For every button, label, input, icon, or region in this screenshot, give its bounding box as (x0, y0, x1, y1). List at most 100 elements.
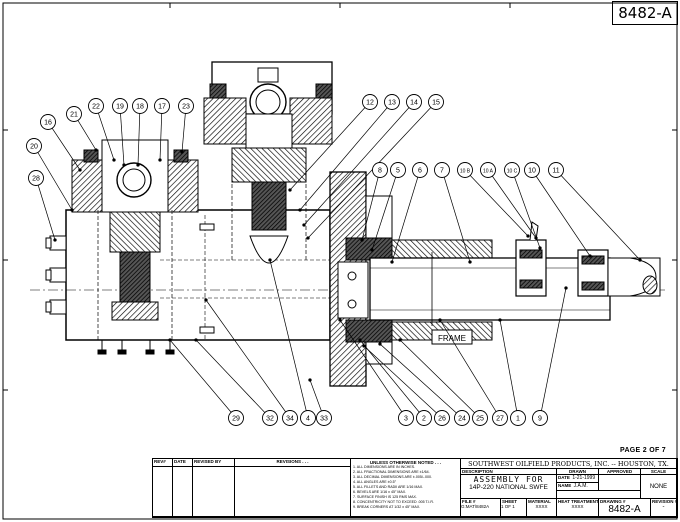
leader-line (379, 343, 463, 419)
note-item: 4. ALL ANGLES ARE ±0.5° (353, 480, 397, 484)
balloon-number: 32 (266, 416, 274, 423)
revision-label: REVISION # (652, 499, 677, 504)
blank-cell (557, 491, 641, 499)
leader-arrowhead (390, 260, 394, 264)
balloon-number: 24 (458, 416, 466, 423)
balloon-circle (316, 410, 332, 426)
notes-title: UNLESS OTHERWISE NOTED . . . (369, 460, 442, 465)
leader-line (359, 339, 425, 419)
top-valve-cover (203, 61, 333, 264)
note-item: 3. ALL DECIMAL DIMENSIONS ARE ±.005/-.00… (353, 475, 433, 479)
rev-header: REV# (153, 459, 173, 467)
leader-line (33, 145, 73, 211)
leader-arrowhead (288, 188, 292, 192)
balloon-circle (434, 410, 450, 426)
note-item: 7. SURFACE FINISH IS 125 RMS MAX. (353, 495, 417, 499)
balloon-circle (372, 162, 388, 178)
date-row: DATE 1-21-1999 (557, 475, 599, 483)
material-value: XXXX (535, 504, 548, 509)
balloon-circle (132, 98, 148, 114)
balloon-circle (390, 162, 406, 178)
balloon-number: 10 (528, 168, 536, 175)
balloon-circle (26, 138, 42, 154)
balloon-number: 21 (70, 112, 78, 119)
leader-arrowhead (94, 148, 98, 152)
balloon-circle (282, 410, 298, 426)
sheet-label: SHEET (502, 499, 518, 504)
scale-value: NONE (641, 475, 677, 499)
leader-arrowhead (136, 163, 140, 167)
balloon-number: 23 (182, 104, 190, 111)
leader-line (531, 169, 591, 257)
leader-line (303, 101, 415, 226)
note-item: 5. ALL FILLETS AND RADII ARE 1/16 MAX. (353, 485, 424, 489)
leader-line (95, 105, 115, 161)
scale-label: SCALE (641, 469, 677, 475)
leader-line (307, 101, 437, 239)
notes-panel: UNLESS OTHERWISE NOTED . . . 1. ALL DIME… (351, 459, 461, 517)
leader-arrowhead (468, 260, 472, 264)
balloon-circle (412, 162, 428, 178)
leader-arrowhead (362, 344, 366, 348)
leader-line (339, 319, 407, 419)
file-value: G:MAT\8482A (461, 504, 490, 509)
border-ticks (3, 3, 677, 391)
leader-arrowhead (564, 286, 568, 290)
note-item: 1. ALL DIMENSIONS ARE IN INCHES. (353, 465, 416, 469)
leader-line (391, 169, 421, 263)
revised-by-column (193, 467, 235, 517)
leader-arrowhead (398, 338, 402, 342)
balloon-circle (434, 162, 450, 178)
leader-arrowhead (168, 338, 172, 342)
balloon-number: 25 (476, 416, 484, 423)
frame-label: FRAME (438, 334, 466, 343)
leader-line (539, 287, 567, 419)
leader-arrowhead (78, 168, 82, 172)
balloon-circle (504, 162, 520, 178)
leader-arrowhead (438, 318, 442, 322)
heat-value: XXXX (571, 504, 584, 509)
leader-line (299, 101, 393, 211)
note-item: 6. BEVELS ARE 1/16 x 45° MAX. (353, 490, 407, 494)
balloon-circle (398, 410, 414, 426)
balloon-number: 11 (552, 168, 559, 175)
balloon-circle (88, 98, 104, 114)
revision-cell: REVISION #- (651, 499, 677, 517)
balloon-circle (362, 94, 378, 110)
leader-arrowhead (194, 338, 198, 342)
balloon-number: 16 (44, 120, 52, 127)
balloon-circle (262, 410, 278, 426)
leader-arrowhead (308, 378, 312, 382)
leader-line (371, 169, 399, 251)
balloon-circle (154, 98, 170, 114)
file-cell: FILE #G:MAT\8482A (461, 499, 501, 517)
balloon-circle (228, 410, 244, 426)
balloon-circle (510, 410, 526, 426)
date-label: DATE (558, 475, 570, 480)
leader-line (169, 339, 237, 419)
leader-line (487, 169, 537, 239)
date-value: 1-21-1999 (572, 475, 596, 481)
balloon-circle (406, 94, 422, 110)
material-label: MATERIAL (528, 499, 551, 504)
leader-arrowhead (338, 318, 342, 322)
leader-line (439, 319, 501, 419)
leader-arrowhead (538, 246, 542, 250)
balloon-circle (472, 410, 488, 426)
balloon-circle (112, 98, 128, 114)
revision-value: - (662, 504, 665, 510)
balloon-circle (492, 410, 508, 426)
leader-line (47, 121, 81, 171)
leader-arrowhead (526, 234, 530, 238)
date-column (173, 467, 193, 517)
description-label: DESCRIPTION (461, 469, 557, 475)
title-line-2: 14P-220 NATIONAL SWFE (469, 484, 548, 491)
leader-arrowhead (302, 223, 306, 227)
name-label: NAME (558, 483, 572, 488)
frame-label-box (431, 329, 473, 345)
left-valve-cover (71, 139, 199, 340)
leader-line (289, 101, 371, 191)
leader-arrowhead (204, 298, 208, 302)
left-studs (45, 235, 67, 315)
